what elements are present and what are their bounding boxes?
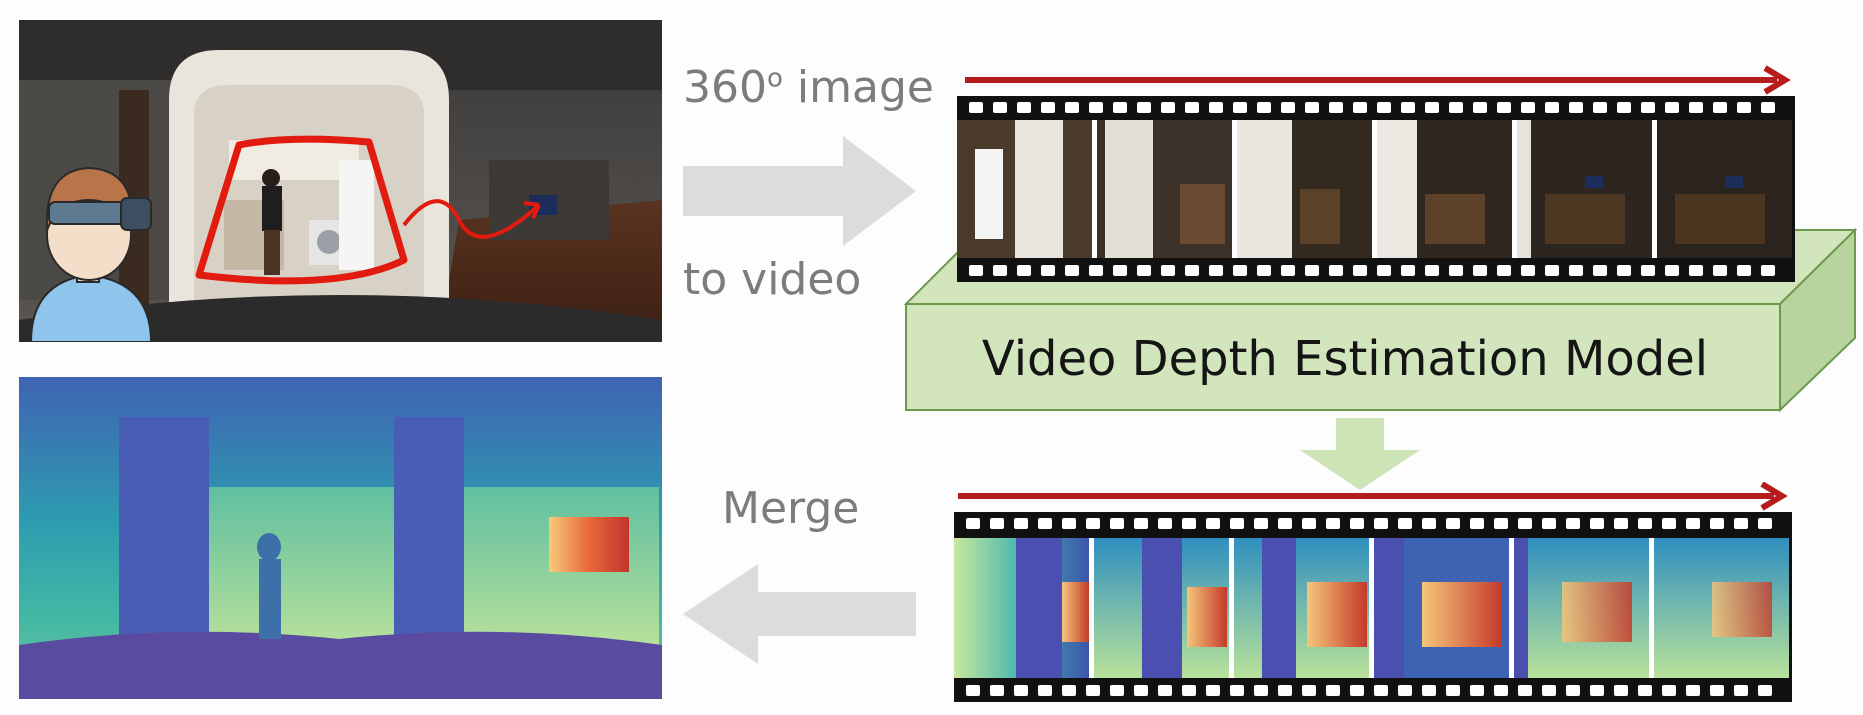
model-label: Video Depth Estimation Model [981, 331, 1709, 387]
rgb-frame-5 [1517, 120, 1652, 258]
depth-frame-1 [954, 538, 1089, 678]
down-arrow [1300, 418, 1420, 490]
image-to-video-label: 360o image [683, 62, 934, 113]
rgb-frame-3 [1237, 120, 1372, 258]
label-360: 360 [683, 62, 767, 113]
label-degree: o [766, 63, 783, 94]
rgb-frame-6 [1657, 120, 1792, 258]
merge-label: Merge [722, 483, 860, 534]
to-video-label: to video [683, 254, 862, 305]
rgb-frame-4 [1377, 120, 1512, 258]
depth-frame-3 [1234, 538, 1369, 678]
depth-frame-4 [1374, 538, 1509, 678]
depth-frame-6 [1654, 538, 1789, 678]
depth-frame-2 [1094, 538, 1229, 678]
panorama-360-image [19, 20, 662, 342]
rgb-frame-2 [1097, 120, 1232, 258]
label-image: image [782, 62, 934, 113]
left-arrow [683, 564, 916, 664]
right-arrow [683, 136, 916, 246]
depth-frame-5 [1514, 538, 1649, 678]
vr-user-illustration [29, 166, 153, 342]
depth-film-strip [954, 482, 1792, 702]
panorama-depth-map [19, 377, 662, 699]
rgb-frame-1 [957, 120, 1092, 258]
rgb-film-strip [957, 65, 1795, 282]
